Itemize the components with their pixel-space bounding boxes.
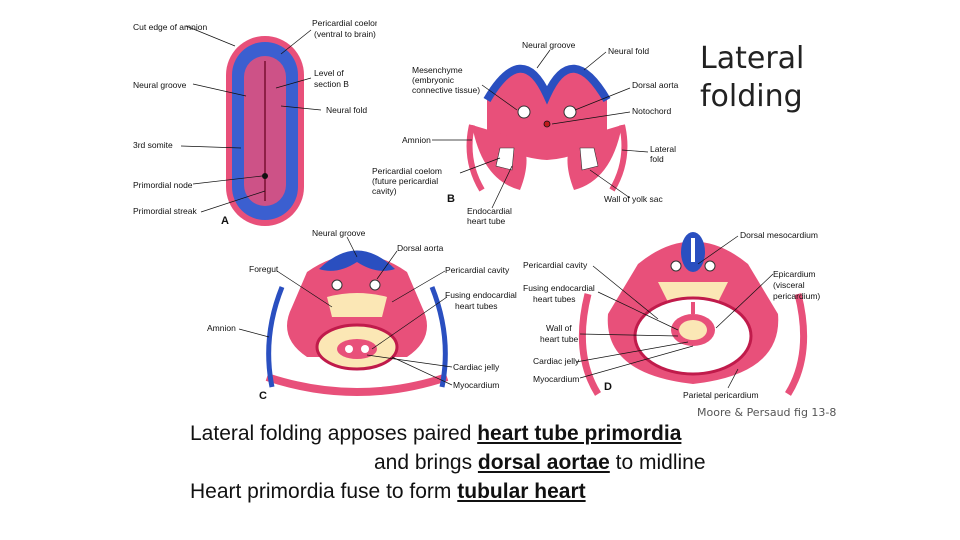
- label-3rd-somite: 3rd somite: [133, 140, 173, 150]
- panel-letter-d: D: [604, 381, 612, 393]
- label-amnion: Amnion: [207, 323, 236, 333]
- amnion-right: [432, 287, 445, 387]
- label-notochord: Notochord: [632, 106, 671, 116]
- panel-a: Cut edge of amnion Pericardial coelom (v…: [131, 16, 377, 226]
- label-dorsal-aorta: Dorsal aorta: [397, 243, 444, 253]
- slide-title: Lateral folding: [700, 40, 880, 116]
- label-visceral: (visceral: [773, 280, 805, 290]
- panel-letter-b: B: [447, 193, 455, 205]
- label-neural-groove: Neural groove: [312, 228, 366, 238]
- caption-tubular-heart: tubular heart: [457, 480, 585, 503]
- heart-tube-right: [361, 345, 369, 353]
- dorsal-aorta-right: [705, 261, 715, 271]
- dorsal-aorta-left: [332, 280, 342, 290]
- label-ventral-to-brain: (ventral to brain): [314, 29, 376, 39]
- caption-dorsal-aortae: dorsal aortae: [478, 451, 610, 474]
- label-wall-of-yolk-sac: Wall of yolk sac: [604, 194, 663, 204]
- dorsal-aorta-right: [564, 106, 576, 118]
- body-wall-left: [582, 294, 598, 394]
- notochord: [544, 121, 550, 127]
- label-neural-groove: Neural groove: [133, 80, 187, 90]
- label-lateral: Lateral: [650, 144, 676, 154]
- body-wall-right: [788, 294, 804, 394]
- label-wall-of: Wall of: [546, 323, 572, 333]
- panel-c: Neural groove Dorsal aorta Foregut Peric…: [207, 227, 520, 403]
- dorsal-aorta-left: [671, 261, 681, 271]
- panel-c-drawing: Neural groove Dorsal aorta Foregut Peric…: [207, 227, 520, 403]
- label-heart-tube: heart tube: [540, 334, 579, 344]
- label-pericardial-coelom: Pericardial coelom: [372, 166, 442, 176]
- label-neural-groove: Neural groove: [522, 40, 576, 50]
- label-cardiac-jelly: Cardiac jelly: [533, 356, 580, 366]
- label-mesenchyme: Mesenchyme: [412, 65, 463, 75]
- label-pericardial-coelom: Pericardial coelom: [312, 18, 377, 28]
- label-myocardium: Myocardium: [533, 374, 579, 384]
- label-fusing-endocardial: Fusing endocardial: [445, 290, 517, 300]
- label-neural-fold: Neural fold: [608, 46, 649, 56]
- panel-letter-a: A: [221, 215, 229, 226]
- label-foregut: Foregut: [249, 264, 279, 274]
- caption-heart-tube-primordia: heart tube primordia: [477, 422, 681, 445]
- caption-line-2-text: and brings: [374, 451, 478, 474]
- label-endocardial: Endocardial: [467, 206, 512, 216]
- label-pericardium: pericardium): [773, 291, 820, 301]
- neural-canal: [691, 238, 695, 262]
- label-cardiac-jelly: Cardiac jelly: [453, 362, 500, 372]
- label-dorsal-aorta: Dorsal aorta: [632, 80, 679, 90]
- dorsal-aorta-left: [518, 106, 530, 118]
- caption-line-1: Lateral folding apposes paired heart tub…: [190, 422, 681, 446]
- panel-b-drawing: Neural groove Neural fold Mesenchyme (em…: [372, 40, 690, 228]
- label-amnion: Amnion: [402, 135, 431, 145]
- dorsal-aorta-right: [370, 280, 380, 290]
- label-connective-tissue: connective tissue): [412, 85, 480, 95]
- caption-line-2: and brings dorsal aortae to midline: [374, 451, 706, 475]
- label-embryonic: (embryonic: [412, 75, 455, 85]
- heart-tube-lumen: [679, 320, 707, 340]
- label-myocardium: Myocardium: [453, 380, 499, 390]
- label-pericardial-cavity: Pericardial cavity: [523, 260, 588, 270]
- label-future-pericardial: (future pericardial: [372, 176, 438, 186]
- figure-citation: Moore & Persaud fig 13-8: [697, 406, 836, 419]
- label-cut-edge-amnion: Cut edge of amnion: [133, 22, 207, 32]
- fusing-heart-tubes: [337, 339, 377, 359]
- label-heart-tubes: heart tubes: [455, 301, 498, 311]
- caption-line-2-tail: to midline: [610, 451, 706, 474]
- label-fusing-endocardial: Fusing endocardial: [523, 283, 595, 293]
- yolk-sac-wall: [267, 377, 447, 392]
- panel-a-drawing: Cut edge of amnion Pericardial coelom (v…: [131, 16, 377, 226]
- label-primordial-streak: Primordial streak: [133, 206, 198, 216]
- panel-letter-c: C: [259, 390, 267, 402]
- label-neural-fold: Neural fold: [326, 105, 367, 115]
- caption-line-3: Heart primordia fuse to form tubular hea…: [190, 480, 586, 504]
- label-heart-tubes: heart tubes: [533, 294, 576, 304]
- label-epicardium: Epicardium: [773, 269, 816, 279]
- label-cavity: cavity): [372, 186, 397, 196]
- label-level-of: Level of: [314, 68, 344, 78]
- label-section-b: section B: [314, 79, 349, 89]
- primordial-node-dot: [262, 173, 268, 179]
- caption-line-3-text: Heart primordia fuse to form: [190, 480, 457, 503]
- panel-d-drawing: Dorsal mesocardium Pericardial cavity Fu…: [518, 224, 830, 402]
- panel-d: Dorsal mesocardium Pericardial cavity Fu…: [518, 224, 830, 402]
- label-parietal-pericardium: Parietal pericardium: [683, 390, 759, 400]
- amnion-left: [269, 287, 282, 387]
- label-fold: fold: [650, 154, 664, 164]
- foregut: [327, 293, 387, 317]
- panel-b: Neural groove Neural fold Mesenchyme (em…: [372, 40, 690, 228]
- caption-line-1-text: Lateral folding apposes paired: [190, 422, 477, 445]
- label-dorsal-mesocardium: Dorsal mesocardium: [740, 230, 818, 240]
- heart-tube-left: [345, 345, 353, 353]
- label-pericardial-cavity: Pericardial cavity: [445, 265, 510, 275]
- label-primordial-node: Primordial node: [133, 180, 193, 190]
- label-heart-tube: heart tube: [467, 216, 506, 226]
